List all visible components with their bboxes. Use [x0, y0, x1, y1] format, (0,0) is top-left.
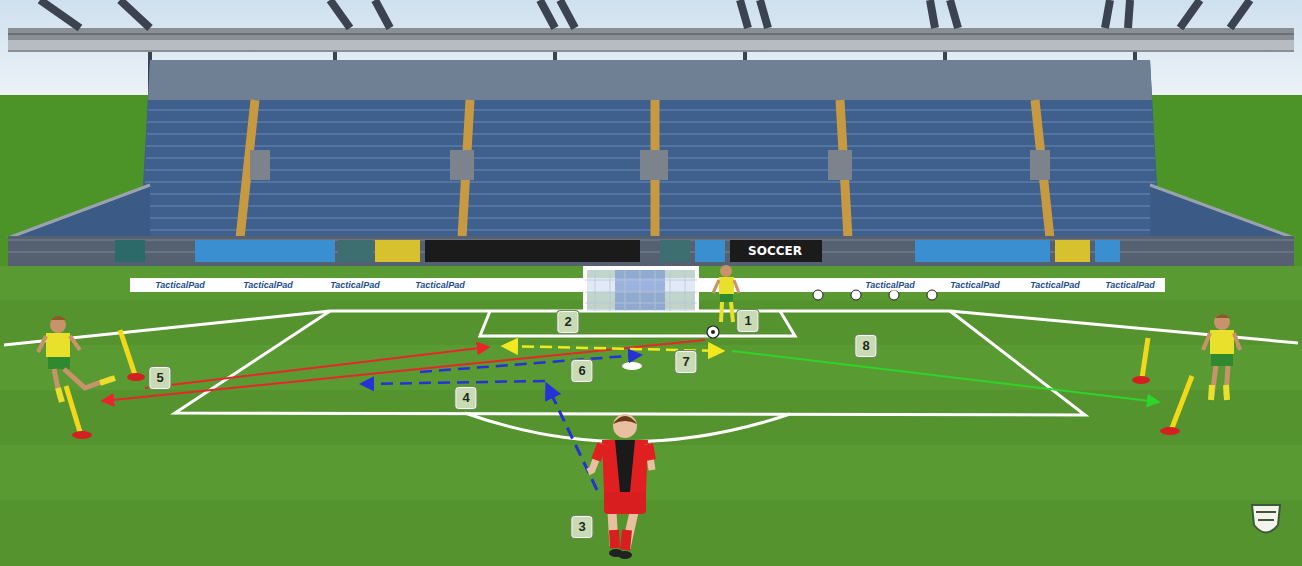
- ad-board-text: TacticalPad: [1103, 280, 1157, 291]
- ad-board-text: TacticalPad: [241, 280, 295, 291]
- blue-run: [362, 381, 545, 384]
- ad-board-text: TacticalPad: [1028, 280, 1082, 291]
- balls: [707, 290, 937, 338]
- callout-number: 3: [571, 516, 592, 538]
- callout-number: 6: [571, 360, 592, 382]
- green-pass: [732, 351, 1158, 402]
- club-crest: [1252, 505, 1280, 533]
- callout-number: 8: [855, 335, 876, 357]
- red-pass: [145, 347, 488, 388]
- poles: [66, 330, 1192, 439]
- ad-board-text: TacticalPad: [413, 280, 467, 291]
- callout-number: 5: [149, 367, 170, 389]
- callout-number: 2: [557, 311, 578, 333]
- perimeter-banners: [8, 236, 1294, 266]
- stadium-stand: [8, 60, 1294, 238]
- ad-board-text: TacticalPad: [153, 280, 207, 291]
- ad-board-text: TacticalPad: [328, 280, 382, 291]
- callout-number: 7: [675, 351, 696, 373]
- callout-number: 1: [737, 310, 758, 332]
- banner-text: SOCCER: [746, 244, 804, 258]
- ad-board-text: TacticalPad: [948, 280, 1002, 291]
- red-player: [588, 414, 652, 559]
- pitch: [0, 266, 1302, 566]
- goalkeeper: [713, 265, 739, 322]
- ad-board-text: TacticalPad: [863, 280, 917, 291]
- blue-run: [420, 355, 640, 372]
- goal: [585, 268, 697, 311]
- callout-number: 4: [455, 387, 476, 409]
- right-player: [1203, 314, 1240, 400]
- left-player: [38, 316, 115, 402]
